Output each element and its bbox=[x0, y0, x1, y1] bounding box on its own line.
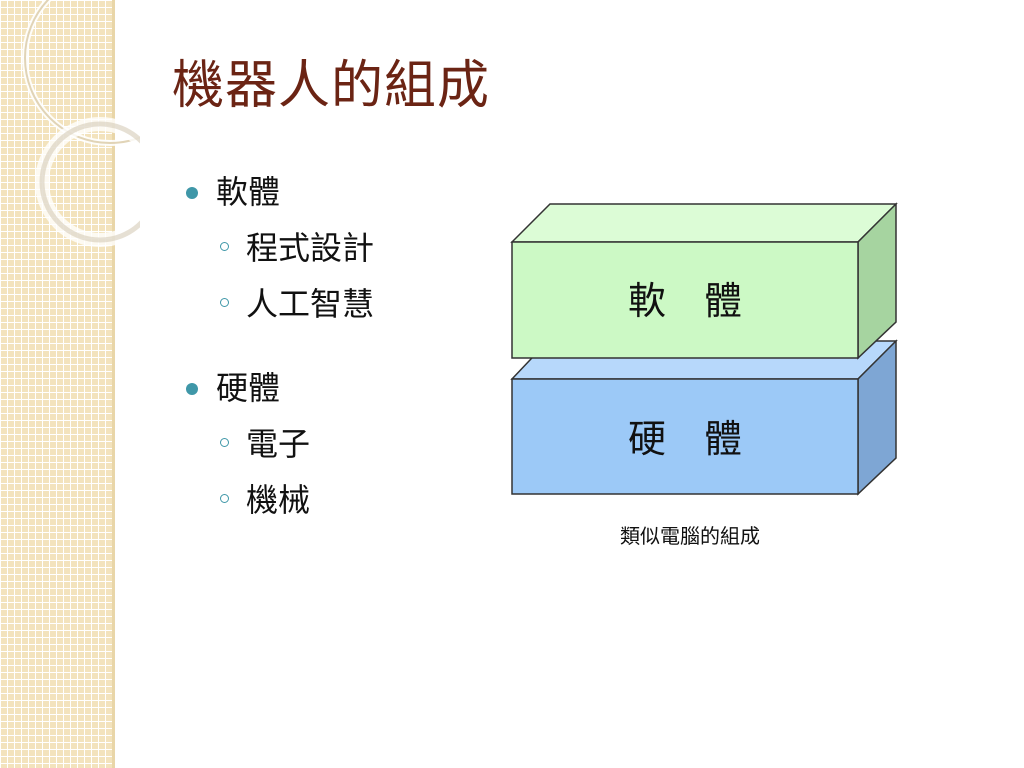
ring-bullet-icon bbox=[220, 242, 229, 251]
bullet-dot-icon bbox=[186, 187, 198, 199]
bullet-item-software: 軟體 程式設計 人工智慧 bbox=[186, 170, 486, 332]
diagram-caption: 類似電腦的組成 bbox=[620, 524, 760, 548]
bullet-label: 軟體 bbox=[216, 173, 281, 211]
hardware-block: 硬 體 bbox=[510, 339, 898, 496]
sub-bullet-item: 人工智慧 bbox=[216, 276, 486, 332]
sub-bullet-item: 機械 bbox=[216, 472, 486, 528]
sub-bullet-label: 程式設計 bbox=[246, 229, 375, 267]
sub-bullet-label: 電子 bbox=[246, 425, 311, 463]
sub-bullet-label: 機械 bbox=[246, 481, 311, 519]
bullet-item-hardware: 硬體 電子 機械 bbox=[186, 366, 486, 528]
sub-bullet-item: 程式設計 bbox=[216, 220, 486, 276]
ring-bullet-icon bbox=[220, 438, 229, 447]
slide-title: 機器人的組成 bbox=[172, 56, 491, 116]
bullet-label: 硬體 bbox=[216, 369, 281, 407]
decorative-rings bbox=[22, 0, 140, 247]
sub-bullet-item: 電子 bbox=[216, 416, 486, 472]
sub-bullet-list: 程式設計 人工智慧 bbox=[216, 220, 486, 332]
bullet-list: 軟體 程式設計 人工智慧 硬體 電子 bbox=[186, 170, 486, 528]
ring-bullet-icon bbox=[220, 298, 229, 307]
software-block: 軟 體 bbox=[510, 202, 898, 360]
bullet-dot-icon bbox=[186, 383, 198, 395]
ring-bullet-icon bbox=[220, 494, 229, 503]
software-block-label: 軟 體 bbox=[628, 279, 742, 323]
hardware-block-label: 硬 體 bbox=[628, 417, 742, 461]
layer-stack-diagram: 硬 體 軟 體 bbox=[510, 202, 898, 496]
sub-bullet-list: 電子 機械 bbox=[216, 416, 486, 528]
sub-bullet-label: 人工智慧 bbox=[246, 285, 375, 323]
strip-edge-divider bbox=[112, 0, 115, 768]
